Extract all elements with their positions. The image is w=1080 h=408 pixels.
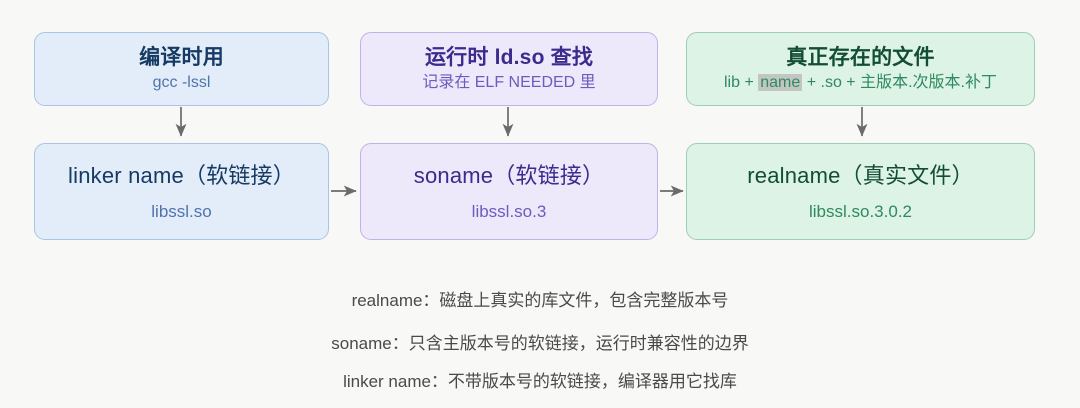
box-compile-time: 编译时用 gcc -lssl	[34, 32, 329, 106]
caption-linker-name: linker name：不带版本号的软链接，编译器用它找库	[343, 372, 737, 391]
subtitle-part-after: + .so + 主版本.次版本.补丁	[802, 74, 997, 91]
subtitle-part-highlight: name	[758, 74, 803, 91]
box-realname-subtitle: libssl.so.3.0.2	[809, 201, 912, 221]
box-realname: realname（真实文件） libssl.so.3.0.2	[686, 143, 1035, 240]
box-linker-name: linker name（软链接） libssl.so	[34, 143, 329, 240]
box-runtime-ldso-title: 运行时 ld.so 查找	[424, 46, 594, 69]
box-real-file-title: 真正存在的文件	[786, 46, 935, 69]
caption-realname: realname：磁盘上真实的库文件，包含完整版本号	[351, 291, 729, 310]
box-realname-title: realname（真实文件）	[747, 162, 974, 188]
box-soname: soname（软链接） libssl.so.3	[360, 143, 658, 240]
box-compile-time-title: 编译时用	[139, 46, 224, 69]
box-linker-name-subtitle: libssl.so	[151, 201, 212, 221]
caption-soname: soname：只含主版本号的软链接，运行时兼容性的边界	[331, 334, 749, 353]
box-linker-name-title: linker name（软链接）	[68, 162, 295, 188]
box-soname-title: soname（软链接）	[413, 162, 605, 188]
box-runtime-ldso-subtitle: 记录在 ELF NEEDED 里	[422, 74, 596, 91]
box-real-file: 真正存在的文件 lib + name + .so + 主版本.次版本.补丁	[686, 32, 1035, 106]
box-runtime-ldso: 运行时 ld.so 查找 记录在 ELF NEEDED 里	[360, 32, 658, 106]
box-compile-time-subtitle: gcc -lssl	[152, 74, 211, 91]
box-real-file-subtitle: lib + name + .so + 主版本.次版本.补丁	[724, 73, 997, 93]
subtitle-part-before: lib +	[724, 74, 759, 91]
box-soname-subtitle: libssl.so.3	[471, 201, 547, 221]
